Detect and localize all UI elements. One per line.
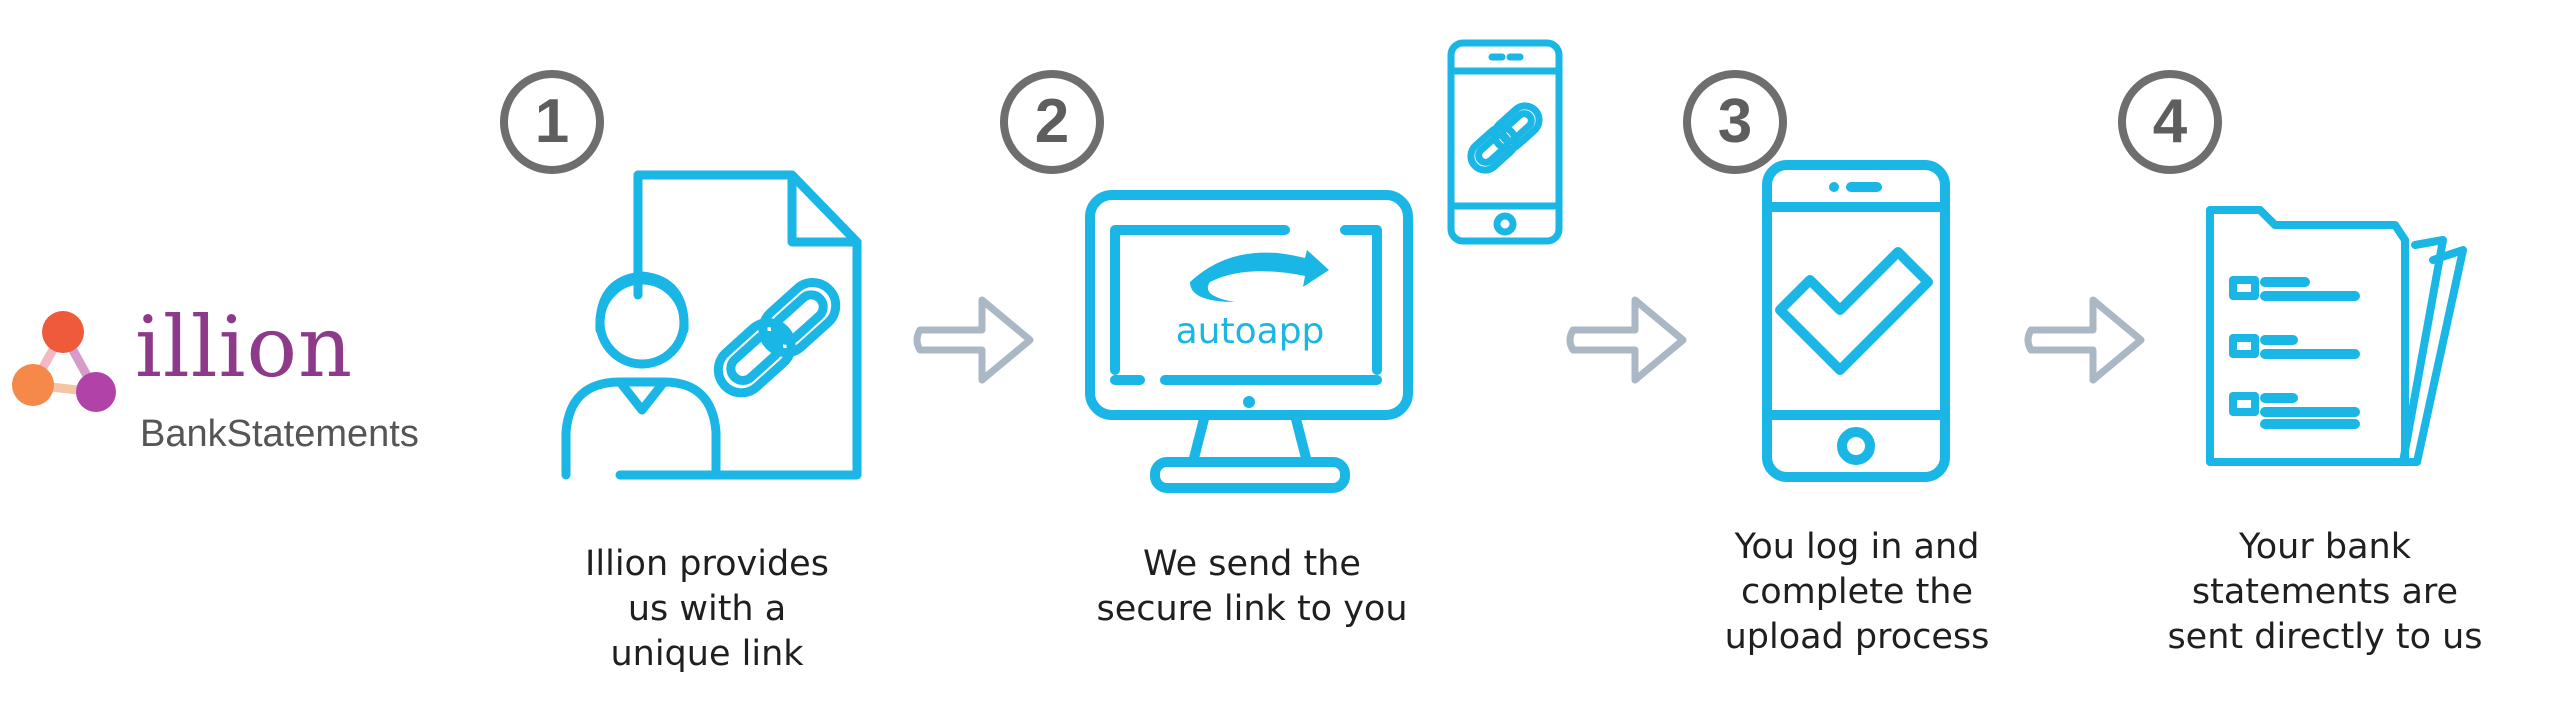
- document-checklist-icon: [2206, 206, 2467, 466]
- step-1-caption: Illion provides us with a unique link: [527, 542, 887, 677]
- step-4-number: 4: [2118, 70, 2222, 174]
- caption-line: unique link: [610, 634, 804, 674]
- arrow-right-icon: [913, 296, 1034, 384]
- caption-line: Your bank: [2239, 527, 2411, 567]
- monitor-icon: autoapp: [1085, 190, 1413, 493]
- autoapp-logo: autoapp: [1176, 250, 1329, 352]
- phone-checkmark-icon: [1762, 160, 1950, 482]
- arrow-right-icon: [2024, 296, 2145, 384]
- step-2-number: 2: [1000, 70, 1104, 174]
- caption-line: You log in and: [1734, 527, 1980, 567]
- step-1-number: 1: [500, 70, 604, 174]
- brand-subtitle: BankStatements: [140, 413, 419, 455]
- brand-name: illion: [135, 298, 354, 396]
- step-2-caption: We send the secure link to you: [1072, 542, 1432, 632]
- step-3-caption: You log in and complete the upload proce…: [1677, 525, 2037, 660]
- phone-link-icon: [1447, 39, 1563, 245]
- arrow-right-icon: [1566, 296, 1687, 384]
- illion-logo-icon: [12, 311, 116, 412]
- user-document-link-icon: [561, 170, 862, 480]
- caption-line: We send the: [1143, 544, 1361, 584]
- autoapp-logo-text: autoapp: [1176, 311, 1325, 352]
- caption-line: sent directly to us: [2167, 617, 2483, 657]
- step-4-caption: Your bank statements are sent directly t…: [2145, 525, 2505, 660]
- caption-line: secure link to you: [1096, 589, 1408, 629]
- caption-line: complete the: [1740, 572, 1974, 612]
- caption-line: us with a: [627, 589, 787, 629]
- caption-line: statements are: [2191, 572, 2459, 612]
- caption-line: upload process: [1724, 617, 1990, 657]
- step-3-number: 3: [1683, 70, 1787, 174]
- caption-line: Illion provides: [585, 544, 829, 584]
